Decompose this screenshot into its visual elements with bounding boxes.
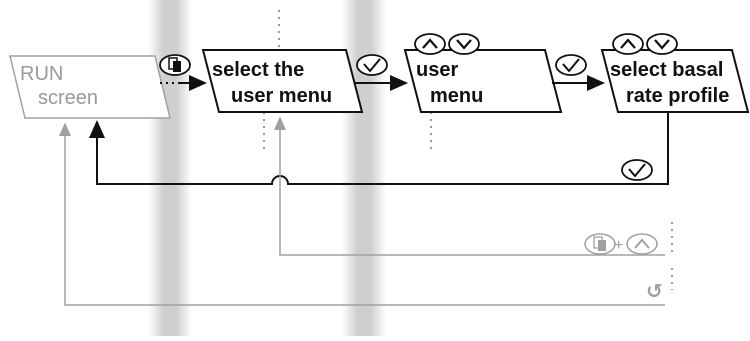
shaded-band-left [148,0,192,336]
check-key-icon-2 [555,54,587,76]
down-key-icon-2 [646,33,678,55]
back-arrow-glyph: ↺ [646,281,663,303]
arrow-grey-to-select-user [274,116,665,256]
up-key-icon-2 [612,33,644,55]
node-select-user-menu-line1: select the [212,59,304,81]
shaded-band-right [342,0,386,336]
node-select-user-menu-line2: user menu [231,85,332,107]
check-key-icon [356,54,388,76]
node-select-user-menu: select the user menu [201,49,364,113]
node-select-basal-line2: rate profile [626,85,729,107]
up-key-icon [414,33,446,55]
plus-symbol: + [614,237,623,254]
node-run-screen-line2: screen [38,87,98,109]
menu-plus-up-combo: + [584,233,658,255]
arrow-grey-to-run-screen [59,122,665,306]
node-run-screen-line1: RUN [20,63,63,85]
up-key-icon-grey [626,233,658,255]
menu-key-icon [159,54,191,76]
node-user-menu-line2: menu [430,85,483,107]
back-arrow-icon: ↺ [646,281,663,303]
check-key-icon-return [621,159,653,181]
menu-key-icon-grey [584,233,616,255]
node-select-basal-line1: select basal [610,59,723,81]
node-user-menu: user menu [403,49,563,113]
node-user-menu-line1: user [416,59,458,81]
node-run-screen: RUN screen [9,55,171,119]
node-select-basal-rate-profile: select basal rate profile [600,49,750,113]
down-key-icon [448,33,480,55]
